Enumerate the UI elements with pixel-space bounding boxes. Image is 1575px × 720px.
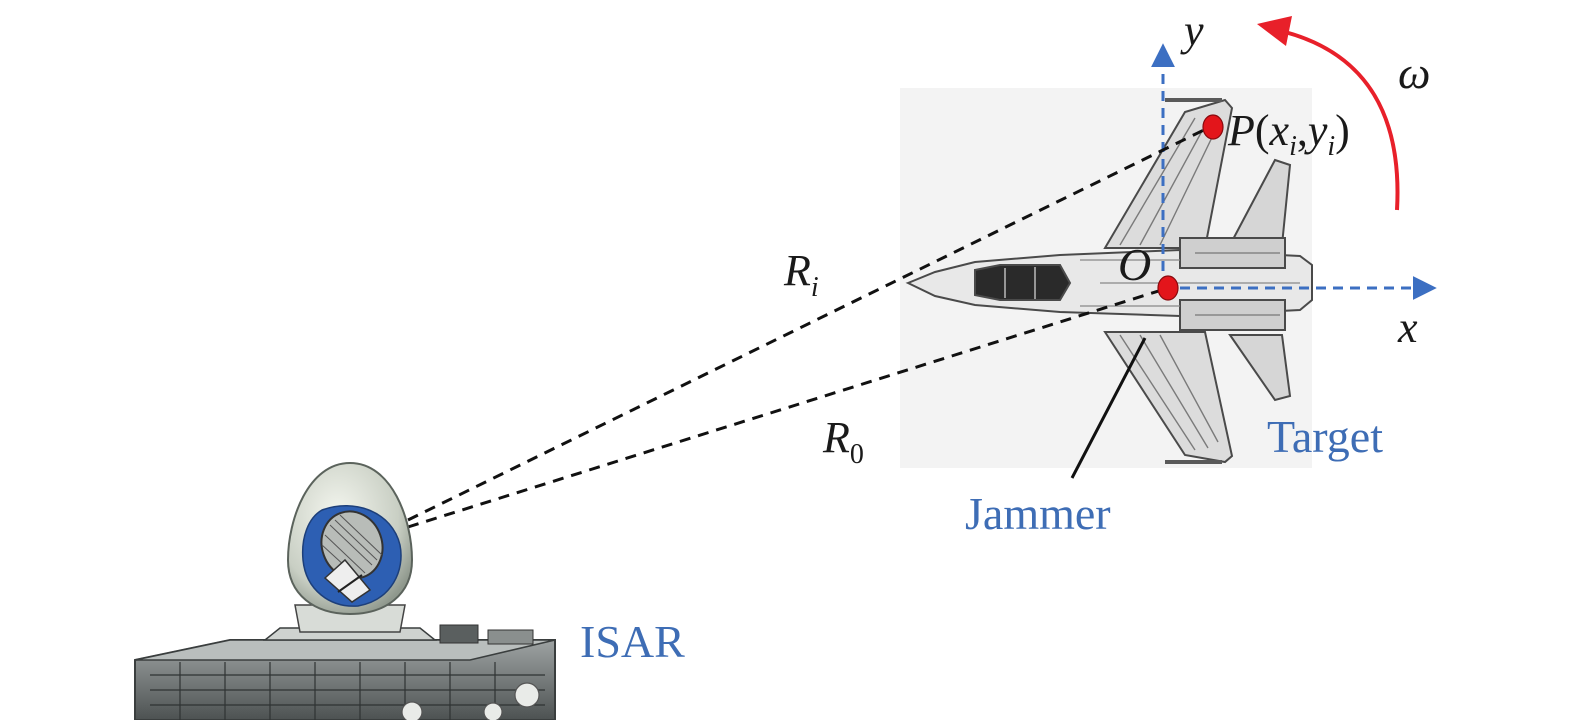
point-p-x: x [1269,106,1290,155]
range-r0-subscript: 0 [850,439,864,470]
isar-label: ISAR [580,616,685,667]
range-ri-label: Ri [783,246,819,303]
origin-label: O [1118,239,1151,290]
point-p-open-paren: ( [1255,106,1270,155]
point-p-close-paren: ) [1335,106,1350,155]
jammer-label: Jammer [965,488,1111,539]
rotation-arrow [1284,30,1400,211]
point-p-comma: , [1297,106,1308,155]
target-label: Target [1267,411,1383,462]
omega-label: ω [1398,47,1430,98]
x-axis-label: x [1397,303,1418,352]
point-p-marker [1202,114,1224,140]
point-p-x-subscript: i [1289,131,1297,162]
y-axis-label: y [1180,6,1204,55]
isar-radar-illustration [134,461,556,720]
range-line-ri [407,124,1213,522]
range-r0-label: R0 [822,413,864,470]
point-p-y-subscript: i [1327,131,1335,162]
range-ri-letter: R [783,246,811,295]
point-p-y: y [1304,106,1328,155]
range-r0-letter: R [822,413,850,462]
point-p-letter: P [1227,106,1255,155]
point-p-label: P(xi,yi) [1227,106,1350,162]
origin-jammer-marker [1157,275,1179,301]
range-ri-subscript: i [811,272,819,303]
jammer-pointer-line [1070,337,1147,479]
rotation-arrowhead [1257,16,1292,46]
aircraft-illustration [905,98,1313,464]
